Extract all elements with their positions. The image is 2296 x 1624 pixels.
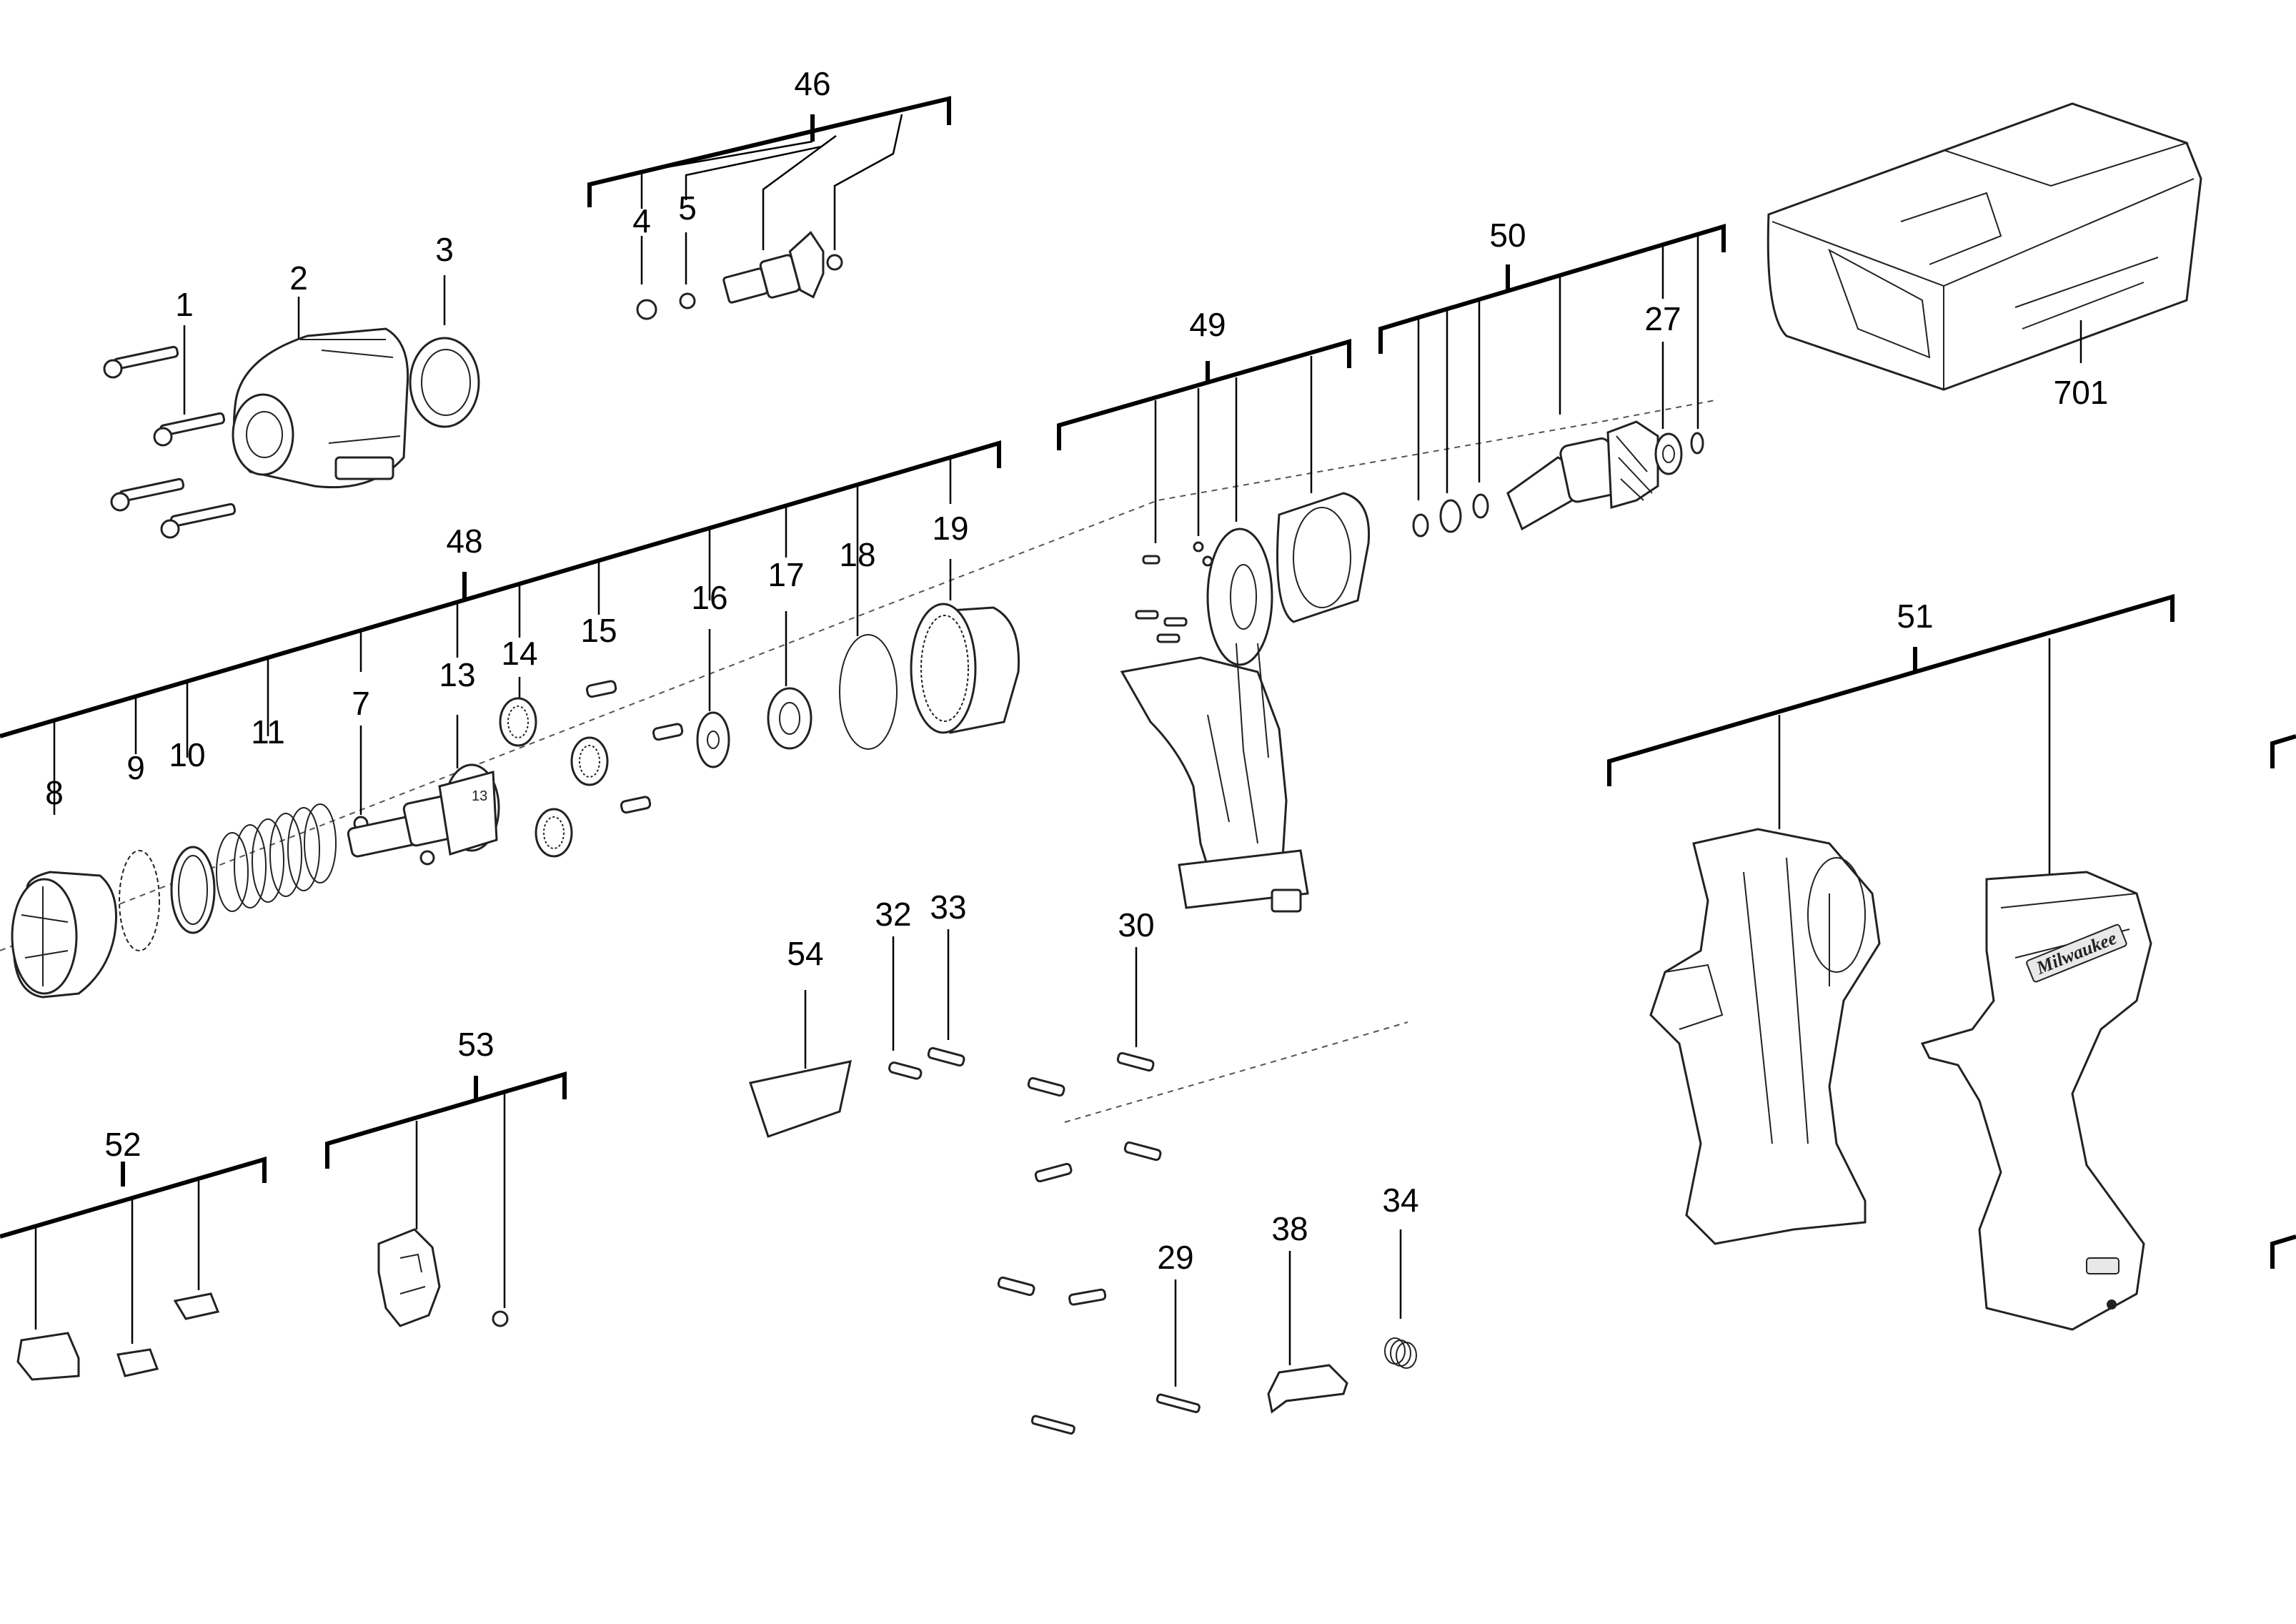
washer-part-16 xyxy=(696,711,730,768)
label-part-54 xyxy=(749,1060,852,1138)
callout-10: 10 xyxy=(169,736,205,773)
pin-part-15 xyxy=(585,680,684,814)
seal-part-3 xyxy=(409,337,480,428)
callout-53: 53 xyxy=(457,1026,494,1063)
planet-gear-part-14 xyxy=(499,697,609,858)
callout-1: 1 xyxy=(175,286,194,323)
callout-29: 29 xyxy=(1157,1239,1193,1276)
anvil-part xyxy=(722,231,825,304)
group-52-switch-parts xyxy=(0,1156,267,1381)
bearing-part-17 xyxy=(767,687,812,750)
retaining-ring-part-4 xyxy=(636,299,657,320)
callout-38: 38 xyxy=(1271,1210,1308,1247)
spring-part-11 xyxy=(216,803,337,912)
callout-19: 19 xyxy=(932,510,968,547)
group-46-anvil-kit xyxy=(587,96,951,320)
stator-part xyxy=(1276,492,1371,623)
hammer-part-8 xyxy=(11,871,117,999)
callout-34: 34 xyxy=(1382,1182,1418,1219)
callout-49: 49 xyxy=(1189,306,1226,343)
hammer-case-group xyxy=(103,275,480,539)
callout-4: 4 xyxy=(632,202,651,239)
screw-part-30 xyxy=(1116,1051,1155,1072)
screw-part-29 xyxy=(1156,1393,1201,1413)
ball-part-7b xyxy=(419,850,435,866)
group-49-electronics xyxy=(1057,339,1371,913)
svg-text:13: 13 xyxy=(472,788,487,804)
housing-half-right: Milwaukee xyxy=(1920,871,2152,1331)
callout-48: 48 xyxy=(446,523,482,560)
callout-labels: 46 4 5 1 2 3 50 49 27 701 48 19 18 17 16… xyxy=(45,65,2108,1276)
sensor-board-part xyxy=(1206,528,1273,666)
front-housing-part-2 xyxy=(232,327,409,489)
callout-17: 17 xyxy=(767,556,804,593)
callout-13: 13 xyxy=(439,656,475,693)
rotor-part xyxy=(1506,420,1659,531)
callout-14: 14 xyxy=(501,635,537,672)
callout-54: 54 xyxy=(787,935,823,972)
loose-parts xyxy=(749,929,1417,1435)
o-ring-part-5 xyxy=(679,292,696,310)
callout-52: 52 xyxy=(104,1126,141,1163)
right-edge-brackets xyxy=(2270,734,2296,1269)
callout-16: 16 xyxy=(691,579,727,616)
callout-5: 5 xyxy=(678,189,697,227)
group-51-housing: Milwaukee xyxy=(1607,593,2175,1331)
group-50-rotor xyxy=(1378,223,1726,538)
callout-30: 30 xyxy=(1118,906,1154,944)
callout-18: 18 xyxy=(839,536,875,573)
callout-46: 46 xyxy=(794,65,830,102)
switch-lever-part-38 xyxy=(1267,1364,1348,1414)
callout-15: 15 xyxy=(580,612,617,649)
callout-27: 27 xyxy=(1644,300,1681,337)
callout-9: 9 xyxy=(126,749,145,786)
callout-7: 7 xyxy=(352,685,370,722)
assembly-axis-lines xyxy=(0,400,1716,1123)
callout-2: 2 xyxy=(289,259,308,297)
callout-8: 8 xyxy=(45,774,64,811)
screw-part-1 xyxy=(103,345,237,539)
group-48-impact-mechanism: 13 xyxy=(0,440,1020,999)
callout-50: 50 xyxy=(1489,217,1526,254)
callout-11: 11 xyxy=(251,713,285,751)
group-53-cover-parts xyxy=(325,1071,567,1327)
screws-small xyxy=(1135,610,1188,643)
housing-half-left xyxy=(1649,828,1881,1245)
carrying-case-part-701 xyxy=(1766,102,2202,391)
spring-part-34 xyxy=(1384,1337,1417,1369)
callout-701: 701 xyxy=(2054,374,2109,411)
callout-3: 3 xyxy=(435,231,454,268)
bearing-part-27 xyxy=(1654,432,1683,475)
handle-electronics-part xyxy=(1120,643,1309,913)
callout-32: 32 xyxy=(875,896,911,933)
o-ring-part-18 xyxy=(839,634,898,750)
washer-part-10 xyxy=(170,846,216,934)
callout-33: 33 xyxy=(930,888,966,926)
balls-part-9 xyxy=(119,850,160,951)
spindle-part-13: 13 xyxy=(347,763,500,858)
callout-51: 51 xyxy=(1897,598,1933,635)
ring-gear-part-19 xyxy=(910,603,1020,734)
ball-part xyxy=(826,254,843,271)
